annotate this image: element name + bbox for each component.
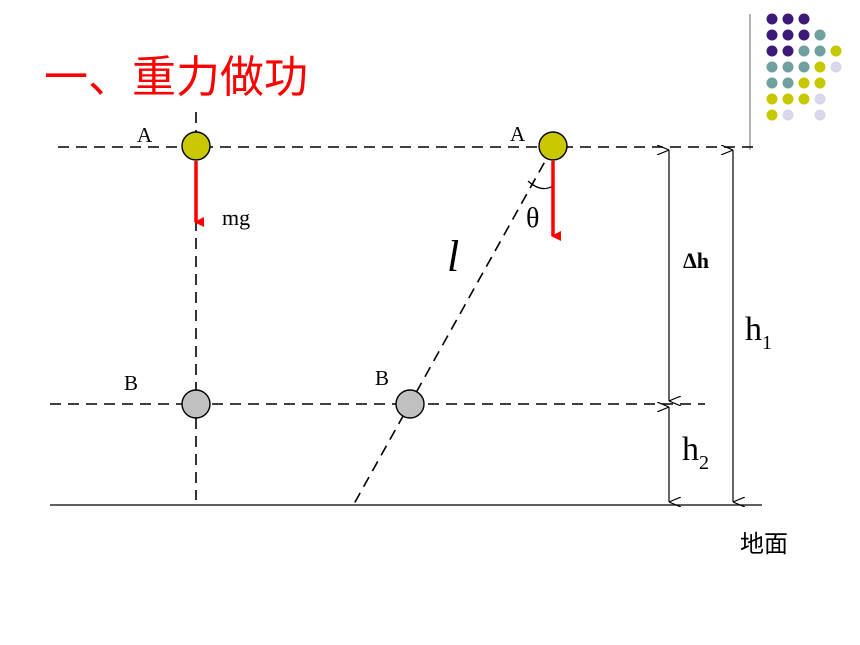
label-angle-theta: θ [526, 203, 539, 234]
decor-dot [814, 61, 826, 73]
decor-dot [766, 109, 778, 121]
label-point-a-right: A [510, 122, 526, 146]
decor-dot [814, 77, 826, 89]
decor-dot [798, 61, 810, 73]
decor-dot [766, 77, 778, 89]
decor-dot [782, 13, 794, 25]
decor-dot [814, 93, 826, 105]
decor-dot [798, 77, 810, 89]
decor-dot [766, 13, 778, 25]
incline-path-dashed [353, 146, 554, 505]
decor-dot [814, 109, 826, 121]
decor-dot [782, 77, 794, 89]
decor-dot [814, 29, 826, 41]
page-title: 一、重力做功 [44, 52, 308, 103]
label-point-b-left: B [124, 371, 138, 395]
decorative-dot-grid [766, 13, 842, 121]
label-h2: h2 [682, 431, 709, 474]
label-ground: 地面 [740, 530, 788, 558]
ball-b-right [395, 389, 425, 419]
ball-a-left [181, 131, 211, 161]
decor-dot [782, 29, 794, 41]
decor-dot [798, 93, 810, 105]
label-point-a-left: A [137, 123, 153, 147]
decor-dot [766, 45, 778, 57]
label-h1: h1 [745, 311, 772, 354]
angle-arc [527, 180, 554, 190]
decor-dot [798, 13, 810, 25]
decor-dot [766, 61, 778, 73]
decor-dot [782, 93, 794, 105]
decor-dot [782, 45, 794, 57]
decor-dot [798, 45, 810, 57]
decor-dot [830, 61, 842, 73]
label-delta-h: Δh [683, 248, 709, 273]
label-force-mg: mg [222, 205, 250, 230]
label-point-b-right: B [375, 366, 389, 390]
decor-dot [814, 45, 826, 57]
label-length-l: l [447, 232, 459, 281]
ball-a-right [538, 131, 568, 161]
decor-dot [782, 61, 794, 73]
decor-dot [782, 109, 794, 121]
decor-dot [830, 45, 842, 57]
decor-dot [798, 29, 810, 41]
decor-dot [766, 29, 778, 41]
decor-dot [766, 93, 778, 105]
ball-b-left [181, 389, 211, 419]
